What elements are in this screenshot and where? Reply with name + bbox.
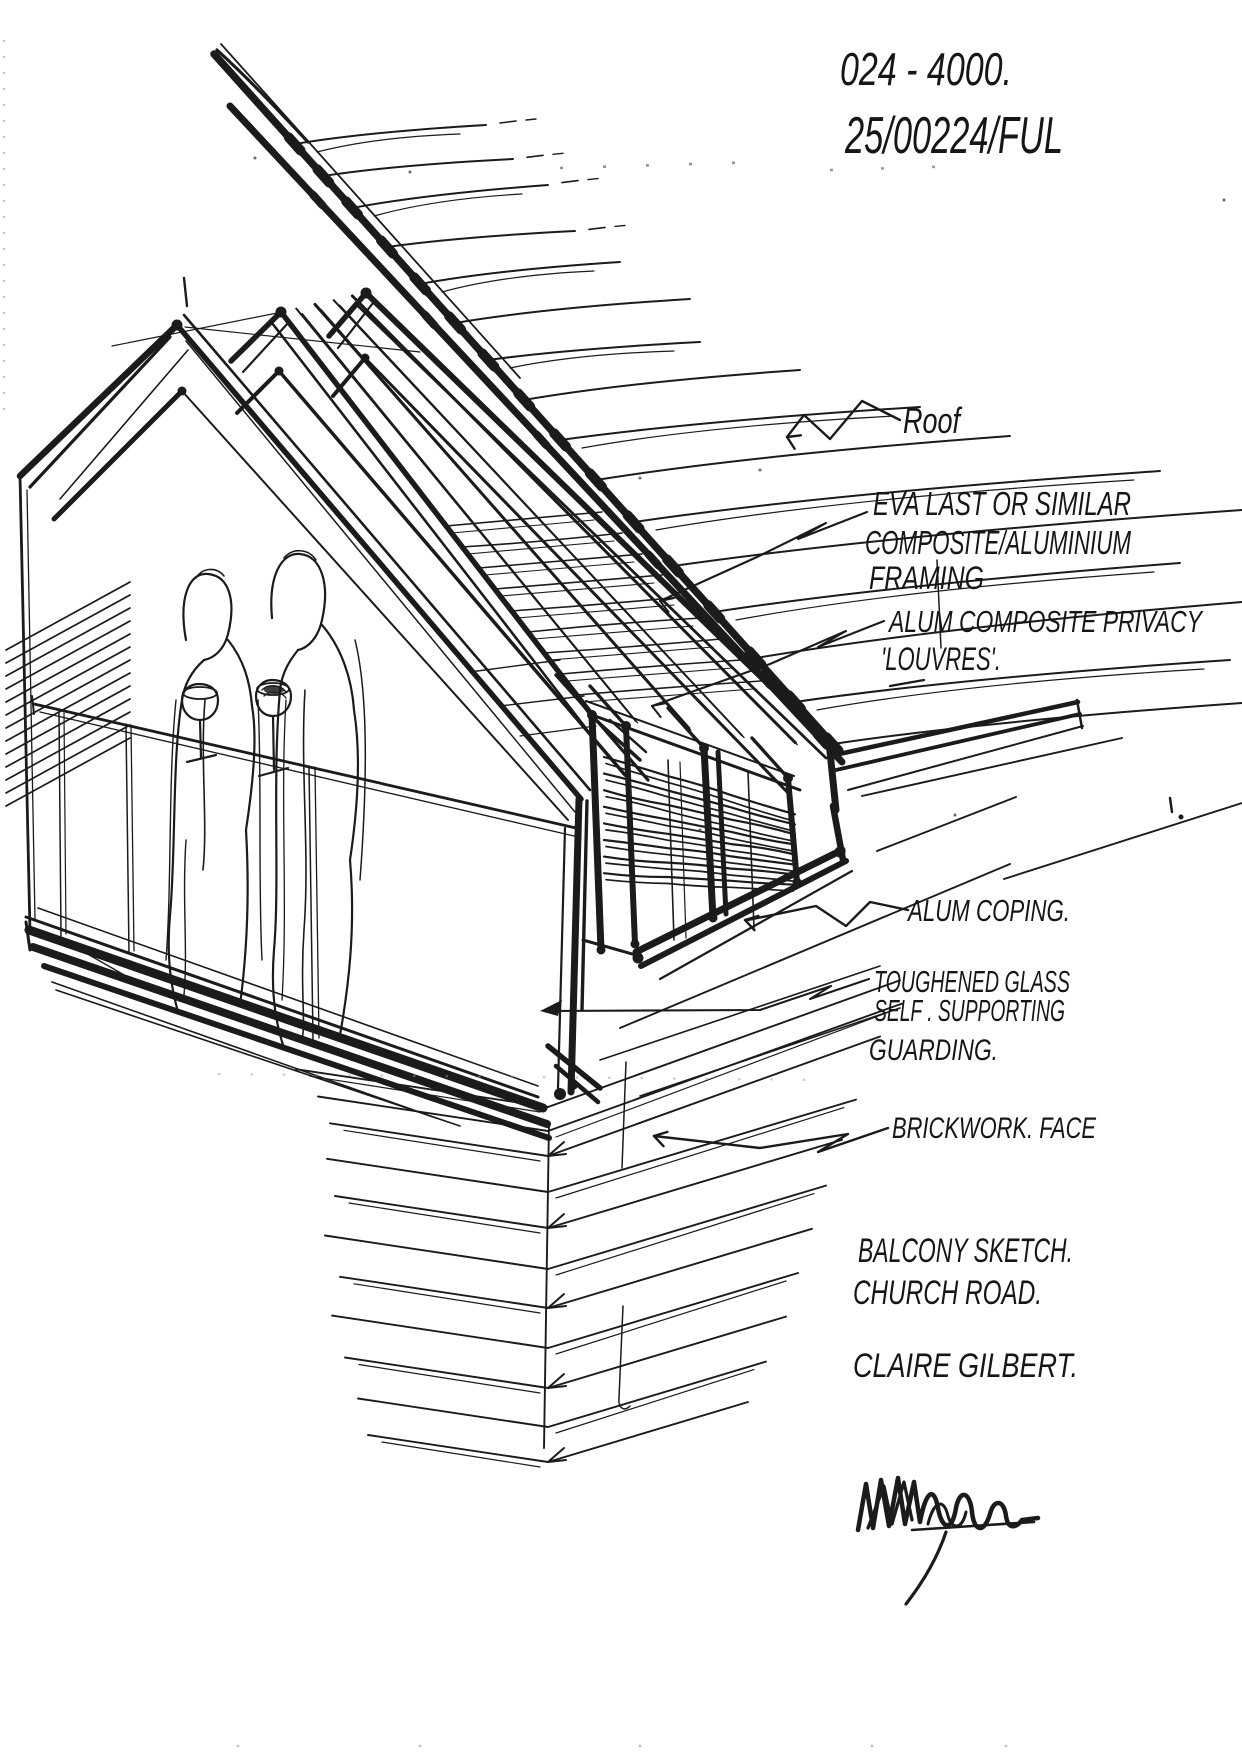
svg-text:TOUGHENED GLASS: TOUGHENED GLASS <box>874 964 1070 999</box>
svg-text:BRICKWORK. FACE: BRICKWORK. FACE <box>892 1112 1097 1145</box>
svg-text:BALCONY SKETCH.: BALCONY SKETCH. <box>858 1232 1073 1270</box>
svg-text:024 - 4000.: 024 - 4000. <box>840 43 1012 95</box>
svg-text:CLAIRE GILBERT.: CLAIRE GILBERT. <box>853 1347 1078 1385</box>
svg-text:COMPOSITE/ALUMINIUM: COMPOSITE/ALUMINIUM <box>865 524 1131 561</box>
svg-text:EVA LAST OR SIMILAR: EVA LAST OR SIMILAR <box>873 485 1131 522</box>
svg-text:SELF . SUPPORTING: SELF . SUPPORTING <box>874 993 1065 1028</box>
svg-text:'LOUVRES'.: 'LOUVRES'. <box>881 641 1001 677</box>
svg-text:GUARDING.: GUARDING. <box>869 1034 998 1067</box>
svg-text:FRAMING: FRAMING <box>869 560 984 596</box>
svg-text:ALUM COMPOSITE PRIVACY: ALUM COMPOSITE PRIVACY <box>888 604 1204 639</box>
svg-text:ALUM COPING.: ALUM COPING. <box>907 893 1070 928</box>
svg-text:25/00224/FUL: 25/00224/FUL <box>844 107 1063 165</box>
svg-text:Roof: Roof <box>903 400 963 441</box>
svg-text:CHURCH ROAD.: CHURCH ROAD. <box>853 1274 1042 1312</box>
